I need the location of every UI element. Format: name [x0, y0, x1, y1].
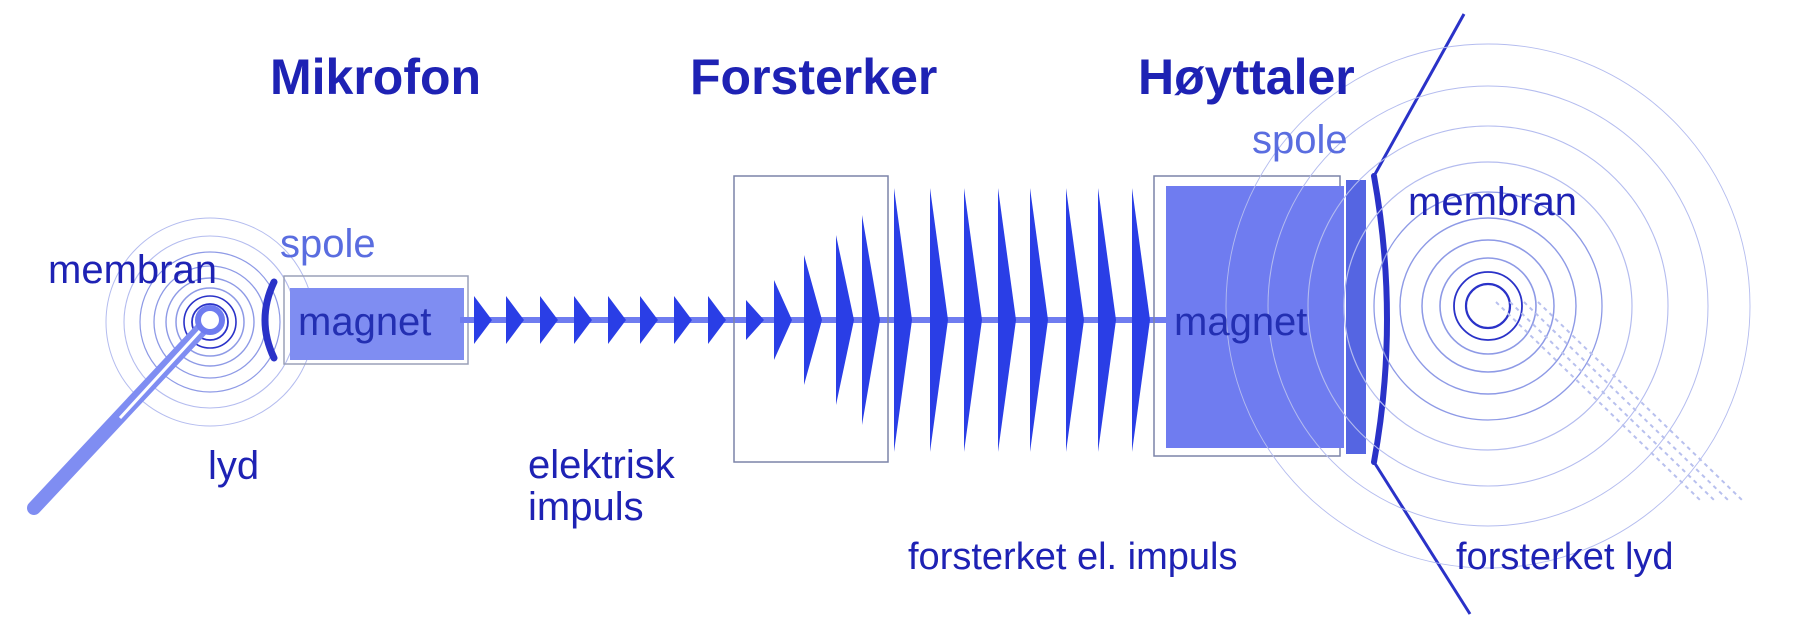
speaker-sound-ring	[1225, 43, 1751, 569]
amplified-impulse-pulse	[930, 188, 948, 452]
speaker-magnet-block	[1166, 186, 1344, 448]
speaker-cone-lower-edge	[1372, 461, 1472, 615]
speaker-cone-upper-edge	[1372, 13, 1466, 177]
electric-impulse-pulse	[640, 296, 658, 344]
electric-impulse-pulse	[608, 296, 626, 344]
electric-impulse-pulse	[674, 296, 692, 344]
speaker-sound-ring	[1453, 271, 1523, 341]
speaker-magnet-label: magnet	[1174, 300, 1308, 344]
speaker-sound-ring	[1373, 191, 1603, 421]
mic-sound-ring	[175, 287, 245, 357]
mic-sound-ring	[165, 277, 255, 367]
speaker-membrane-curve	[1371, 173, 1390, 465]
electric-impulse-pulse	[540, 296, 558, 344]
amplified-impulse-pulse	[1098, 188, 1116, 452]
sound-label: lyd	[208, 444, 260, 488]
speaker-sound-ring	[1267, 85, 1709, 527]
speaker-sound-ring	[1307, 125, 1669, 487]
mic-sound-ring	[191, 303, 229, 341]
speaker-sound-direction-line	[1523, 301, 1729, 501]
mic-membrane-disc	[195, 305, 225, 335]
amplifier-title: Forsterker	[690, 49, 938, 105]
amplifier-box	[733, 175, 889, 463]
amplified-impulse-pulse	[1066, 188, 1084, 452]
speaker-membrane-label: membran	[1408, 180, 1577, 224]
amplified-impulse-pulse	[998, 188, 1016, 452]
speaker-sound-ring	[1421, 239, 1555, 373]
speaker-sound-ring	[1343, 161, 1633, 451]
speaker-sound-ring	[1439, 257, 1537, 355]
mic-magnet-block	[290, 288, 464, 360]
microphone-title: Mikrofon	[270, 49, 482, 105]
amplified-impulse-pulse	[1132, 188, 1150, 452]
amplifier-growing-pulse	[774, 280, 792, 360]
amplifier-growing-pulse	[746, 300, 764, 340]
mic-membrane-stick-highlight	[118, 318, 212, 420]
amplified-impulse-pulse	[1030, 188, 1048, 452]
amplified-impulse-label: forsterket el. impuls	[908, 536, 1238, 578]
mic-membrane-curve	[261, 278, 278, 362]
electric-impulse-pulse	[474, 296, 492, 344]
electric-impulse-label: elektrisk impuls	[528, 443, 675, 530]
amplifier-growing-pulse	[836, 235, 854, 405]
speaker-sound-ring	[1464, 282, 1512, 330]
mic-sound-ring	[183, 295, 237, 349]
speaker-sound-direction-line	[1537, 301, 1743, 501]
speaker-coil-band	[1346, 180, 1366, 454]
speaker-title: Høyttaler	[1138, 49, 1355, 105]
amplifier-growing-pulse	[804, 255, 822, 385]
mic-sound-ring	[139, 251, 281, 393]
speaker-coil-label: spole	[1252, 118, 1348, 162]
mic-coil-label: spole	[280, 222, 376, 266]
amplifier-growing-pulse	[862, 215, 880, 425]
amplified-impulse-pulse	[894, 188, 912, 452]
speaker-sound-direction-line	[1509, 301, 1715, 501]
speaker-sound-direction-line	[1495, 301, 1701, 501]
electric-impulse-pulse	[506, 296, 524, 344]
electric-impulse-pulse	[708, 296, 726, 344]
amplified-sound-label: forsterket lyd	[1456, 536, 1674, 578]
amplified-impulse-pulse	[964, 188, 982, 452]
mic-membrane-label: membran	[48, 248, 217, 292]
mic-magnet-label: magnet	[298, 300, 432, 344]
speaker-sound-ring	[1399, 217, 1577, 395]
electric-impulse-pulse	[574, 296, 592, 344]
